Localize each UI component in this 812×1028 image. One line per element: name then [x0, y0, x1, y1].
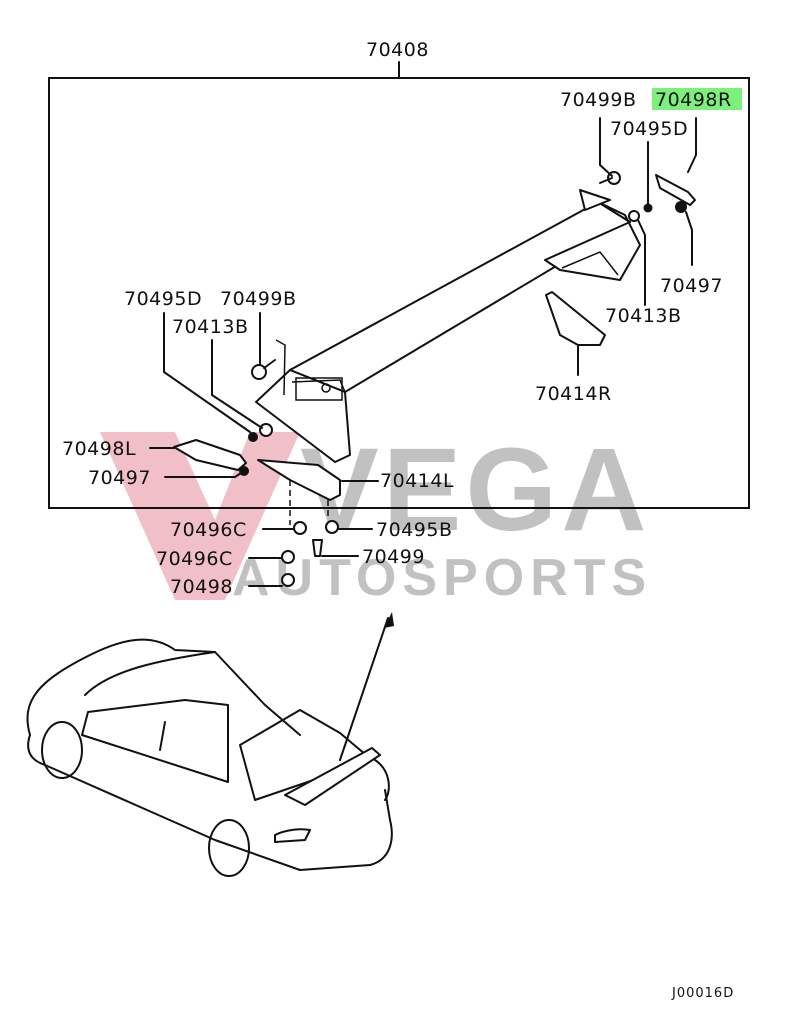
callout-70498l: 70498L	[62, 438, 136, 460]
callout-70499: 70499	[362, 546, 425, 568]
end-cap-left-icon	[173, 439, 247, 471]
watermark-tagline: AUTOSPORTS	[232, 549, 652, 607]
car-overview-icon	[26, 612, 394, 877]
grommet-icon	[675, 201, 687, 213]
end-cap-right-icon	[655, 174, 696, 206]
figure-code: J00016D	[671, 986, 734, 1001]
assembly-frame	[48, 77, 750, 509]
callout-70496c-bottom: 70496C	[156, 548, 233, 570]
callout-70414l: 70414L	[380, 470, 454, 492]
callout-70497-left: 70497	[88, 467, 151, 489]
callout-70496c-top: 70496C	[170, 519, 247, 541]
watermark-v-logo	[100, 432, 300, 600]
callout-70413b-right: 70413B	[605, 305, 681, 327]
callout-70495d-right: 70495D	[610, 118, 688, 140]
callout-70499b-left: 70499B	[220, 288, 296, 310]
callout-70498: 70498	[170, 576, 233, 598]
callouts: 70499B 70498R 70495D 70497 70413B 70414R…	[62, 88, 742, 598]
watermark: VEGA AUTOSPORTS	[100, 424, 652, 607]
callout-70497-right: 70497	[660, 275, 723, 297]
callout-70499b-right: 70499B	[560, 89, 636, 111]
callout-70495d-left: 70495D	[124, 288, 202, 310]
hardware-right	[545, 171, 696, 346]
car-spoiler-icon	[284, 747, 381, 806]
callout-70498r: 70498R	[655, 89, 732, 111]
hardware-left	[173, 359, 341, 587]
callout-70413b-left: 70413B	[172, 316, 248, 338]
washer-icon	[628, 210, 640, 222]
callout-70495b: 70495B	[376, 519, 452, 541]
callout-70414r: 70414R	[535, 383, 612, 405]
assembly-label: 70408	[366, 39, 429, 61]
nut-icon	[643, 203, 653, 213]
highlight-box	[652, 88, 742, 110]
arrow-icon	[384, 612, 394, 628]
watermark-brand: VEGA	[300, 424, 650, 556]
rear-spoiler-icon	[255, 189, 641, 463]
bracket-right-icon	[545, 291, 606, 346]
